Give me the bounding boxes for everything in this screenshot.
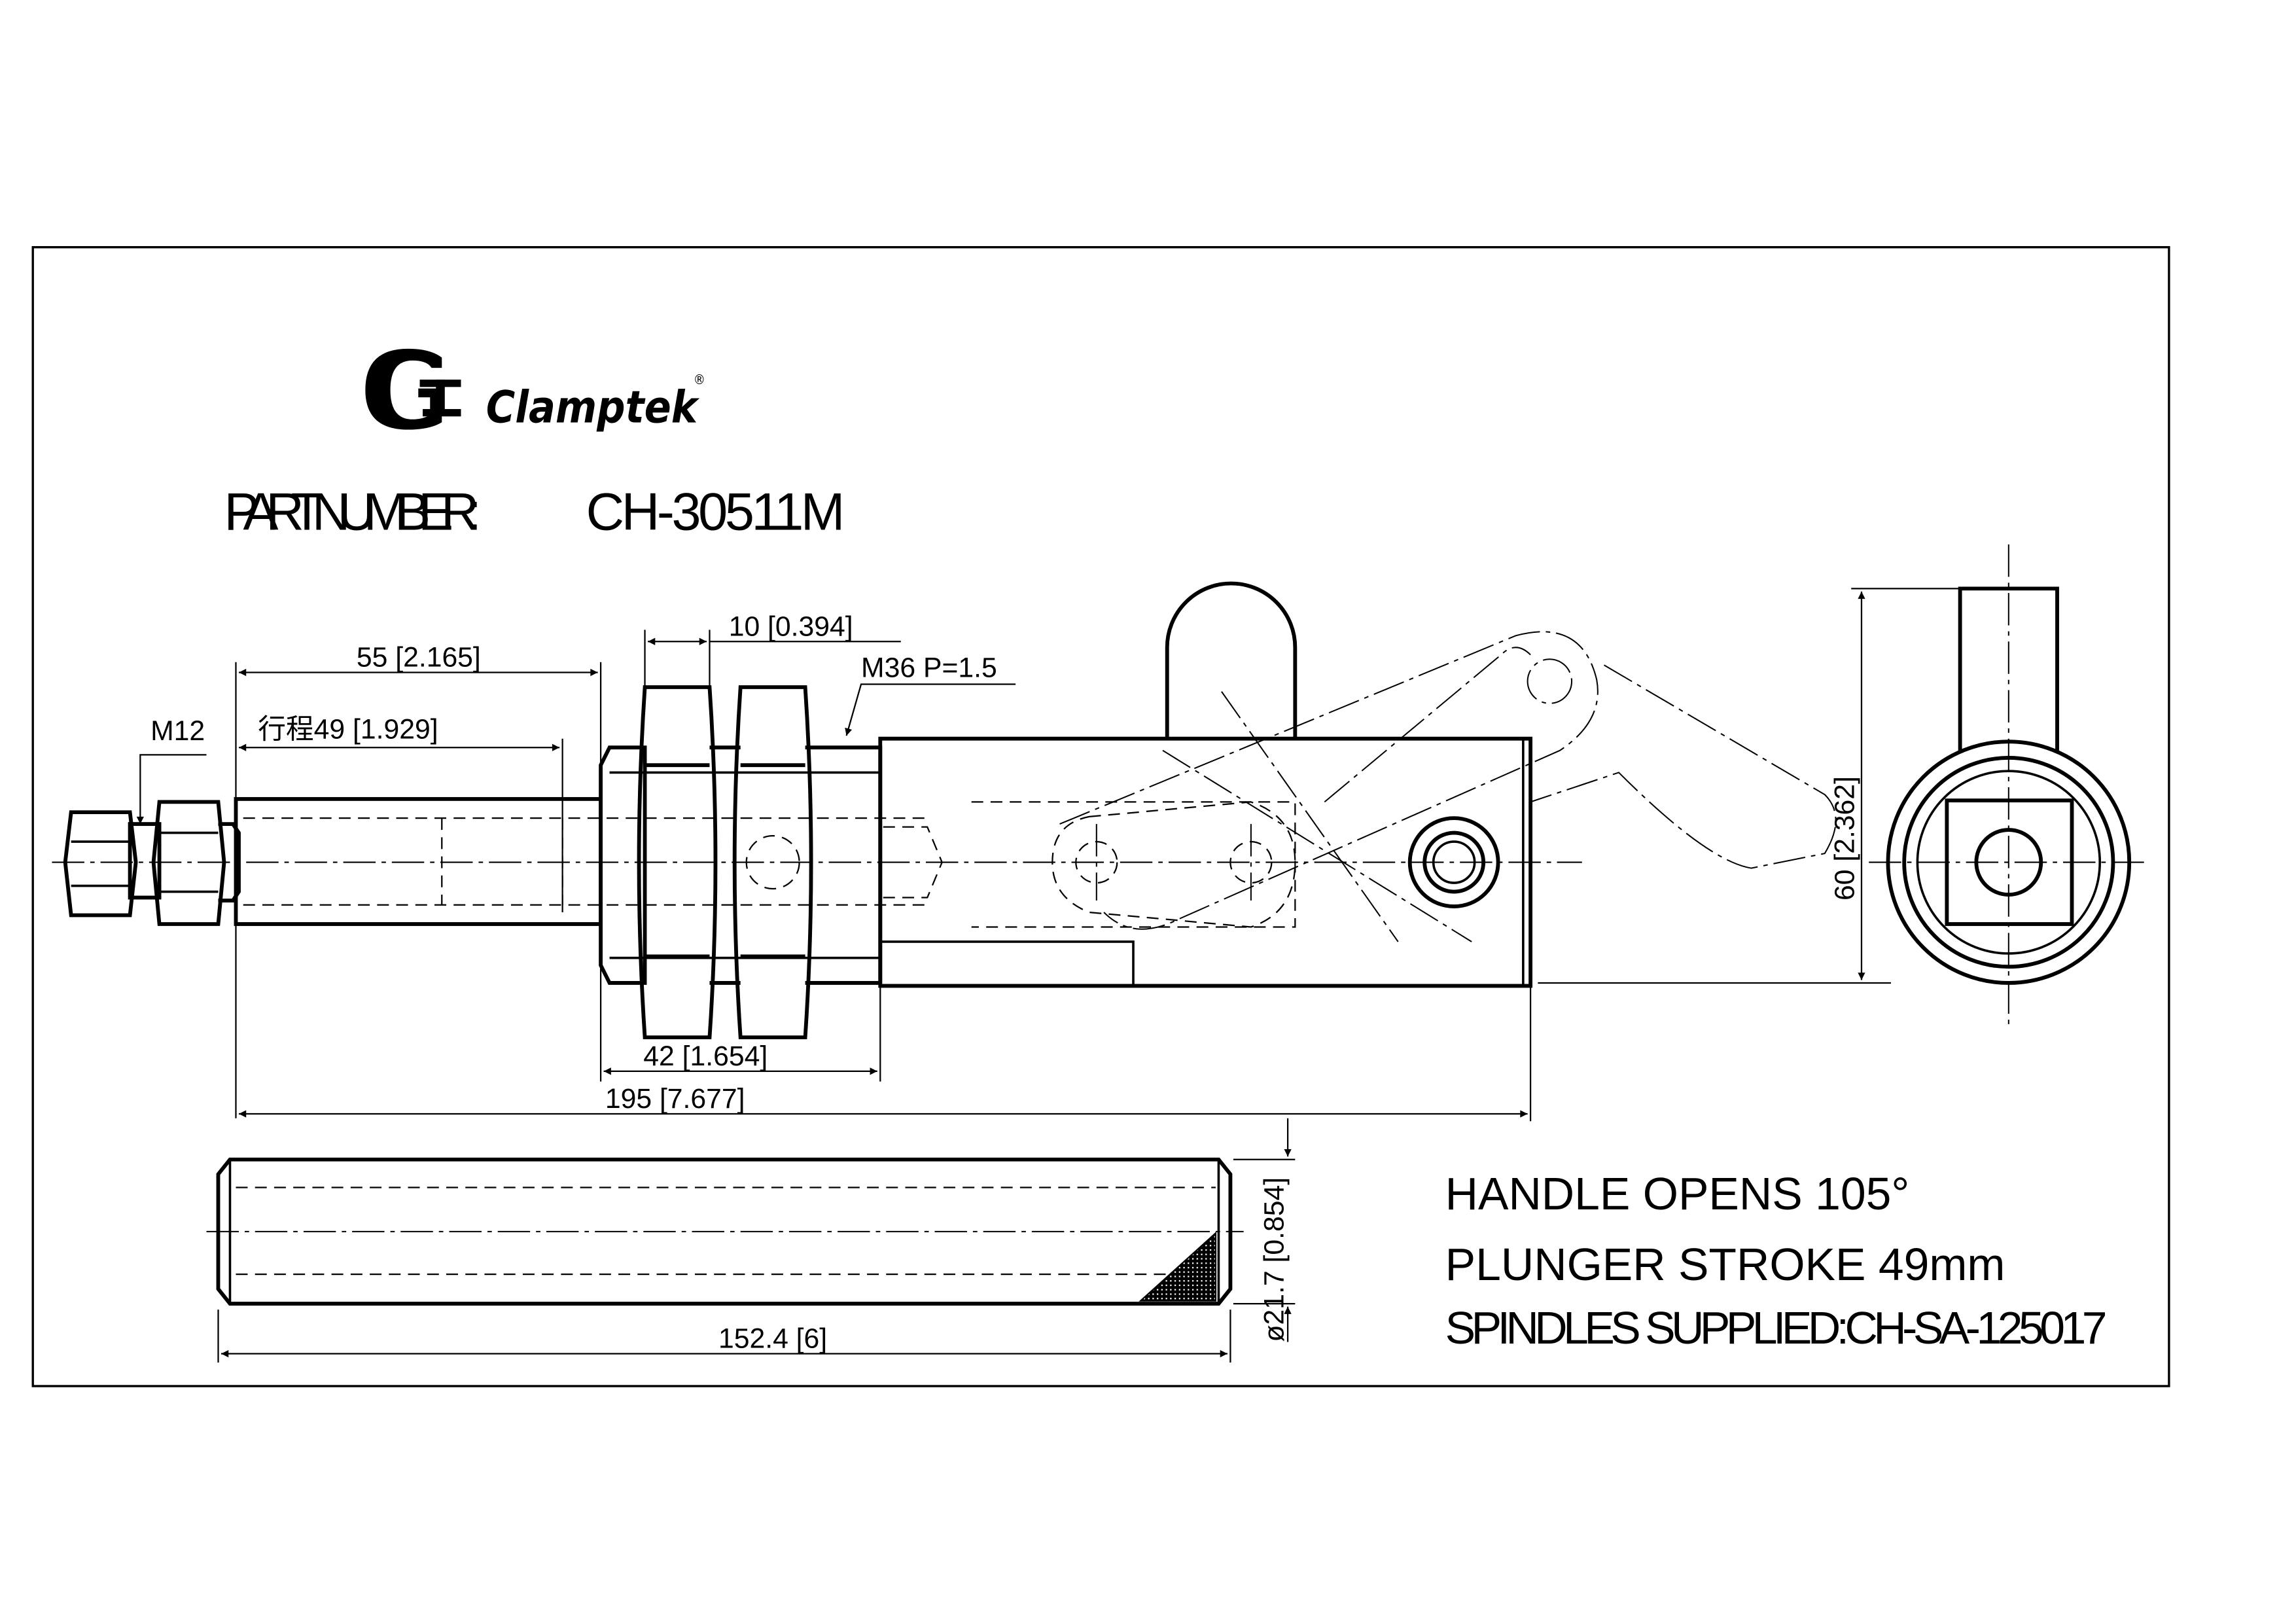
thread-spec-m36: M36 P=1.5 (861, 652, 997, 683)
notes: HANDLE OPENS 105° PLUNGER STROKE 49mm SP… (1445, 1168, 2108, 1353)
note-plunger-stroke: PLUNGER STROKE 49mm (1445, 1239, 2005, 1290)
clamp-end-view (1869, 544, 2149, 1030)
dim-stroke-49: 行程49 [1.929] (258, 714, 438, 745)
part-number-label: PART NUMBER: (224, 482, 481, 541)
dim-195: 195 [7.677] (605, 1083, 745, 1115)
dim-42: 42 [1.654] (643, 1041, 768, 1072)
part-number-value: CH-30511M (586, 482, 845, 541)
dim-spindle-length: 152.4 [6] (718, 1323, 827, 1355)
dimensions: 55 [2.165] 行程49 [1.929] 10 [0.394] M36 P… (136, 588, 1965, 1122)
dim-60: 60 [2.362] (1829, 776, 1861, 901)
dim-10: 10 [0.394] (729, 611, 853, 642)
note-spindles-supplied: SPINDLES SUPPLIED:CH-SA-125017 (1445, 1302, 2108, 1353)
registered-mark: ® (694, 372, 705, 387)
spindle-view: 152.4 [6] ø21.7 [0.854] (206, 1118, 1296, 1363)
brand-name: Clamptek (486, 381, 700, 433)
drawing-border (31, 246, 2170, 1387)
clamptek-logo: Clamptek ® (365, 348, 705, 433)
dim-55: 55 [2.165] (357, 642, 481, 673)
note-handle-opens: HANDLE OPENS 105° (1445, 1168, 1910, 1219)
dim-spindle-diameter: ø21.7 [0.854] (1258, 1177, 1290, 1342)
thread-spec-m12: M12 (150, 715, 205, 747)
